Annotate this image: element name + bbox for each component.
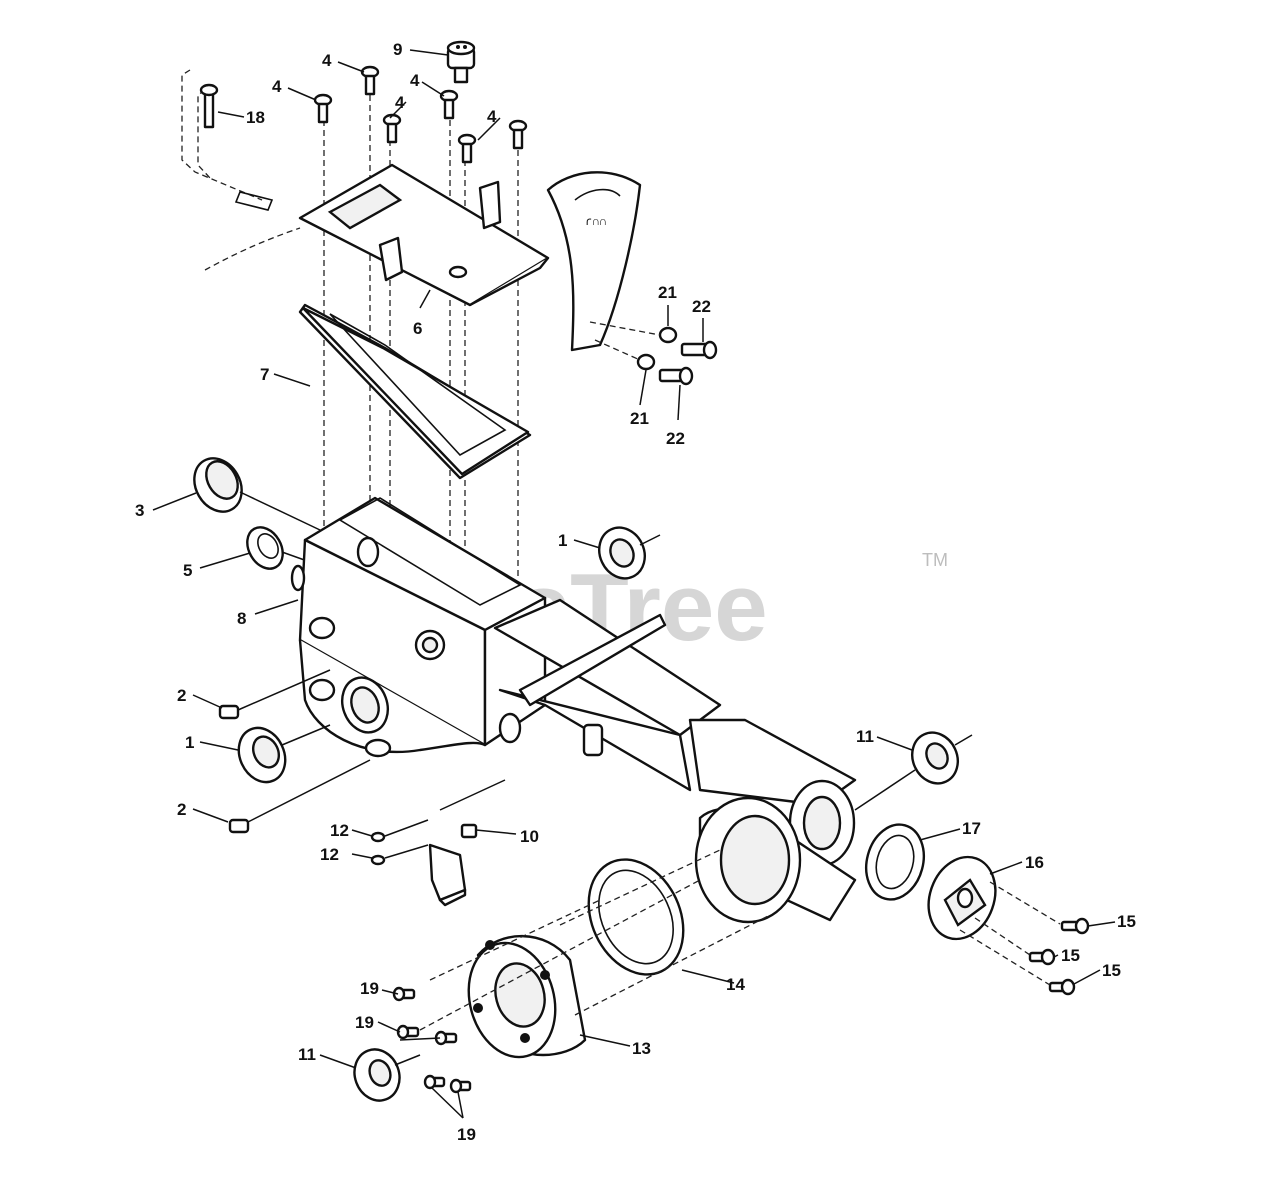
label-22: 22	[692, 297, 711, 316]
label-12: 12	[320, 845, 339, 864]
part-18-bracket	[199, 83, 274, 211]
label-19: 19	[355, 1013, 374, 1032]
label-4: 4	[487, 107, 497, 126]
part-9-cap	[446, 40, 476, 84]
part-11-seal-left	[353, 1048, 421, 1102]
part-5-seal	[246, 526, 311, 570]
label-22: 22	[666, 429, 685, 448]
part-16-cover	[927, 855, 997, 941]
label-19: 19	[457, 1125, 476, 1144]
label-8: 8	[237, 609, 246, 628]
label-4: 4	[395, 93, 405, 112]
part-7-gasket	[298, 303, 532, 480]
part-8-gearbox-housing	[290, 496, 547, 758]
label-15: 15	[1117, 912, 1136, 931]
axle-tube	[493, 598, 722, 792]
right-housing	[688, 718, 857, 924]
label-13: 13	[632, 1039, 651, 1058]
label-1: 1	[558, 531, 567, 550]
label-14: 14	[726, 975, 745, 994]
label-21: 21	[658, 283, 677, 302]
label-4: 4	[322, 51, 332, 70]
label-9: 9	[393, 40, 402, 59]
part-11-seal-right	[854, 731, 973, 811]
label-4: 4	[272, 77, 282, 96]
label-15: 15	[1102, 961, 1121, 980]
watermark-tm: TM	[922, 550, 948, 570]
part-14-gasket	[587, 858, 685, 976]
label-4: 4	[410, 71, 420, 90]
label-16: 16	[1025, 853, 1044, 872]
label-21: 21	[630, 409, 649, 428]
svg-text:ɾ∩∩: ɾ∩∩	[585, 215, 607, 229]
label-12: 12	[330, 821, 349, 840]
label-2: 2	[177, 800, 186, 819]
label-10: 10	[520, 827, 539, 846]
parts-21-22-hardware	[589, 321, 718, 386]
label-5: 5	[183, 561, 192, 580]
label-6: 6	[413, 319, 422, 338]
label-3: 3	[135, 501, 144, 520]
part-19-screws	[392, 986, 472, 1094]
part-15-screws	[959, 881, 1090, 996]
part-1-bearing-upper	[598, 526, 661, 580]
shift-quadrant: ɾ∩∩	[546, 171, 642, 352]
part-10-bracket	[370, 779, 506, 907]
part-2-plugs	[218, 669, 371, 834]
callout-labels: 9 4 4 4 4 4 18 6 7 3 5 8 1 2 1 2 12 12 1…	[135, 40, 1136, 1144]
label-15: 15	[1061, 946, 1080, 965]
part-13-cover	[419, 849, 771, 1059]
part-3-seal	[193, 457, 321, 531]
part-1-bearing-lower	[237, 724, 331, 784]
label-2: 2	[177, 686, 186, 705]
part-17-gasket	[865, 823, 925, 901]
label-1: 1	[185, 733, 194, 752]
label-7: 7	[260, 365, 269, 384]
label-11: 11	[856, 727, 874, 746]
part-4-screws	[313, 65, 528, 164]
label-19: 19	[360, 979, 379, 998]
leader-lines	[152, 49, 1116, 1119]
label-17: 17	[962, 819, 981, 838]
part-6-top-plate	[298, 163, 550, 307]
label-18: 18	[246, 108, 265, 127]
label-11: 11	[298, 1045, 316, 1064]
